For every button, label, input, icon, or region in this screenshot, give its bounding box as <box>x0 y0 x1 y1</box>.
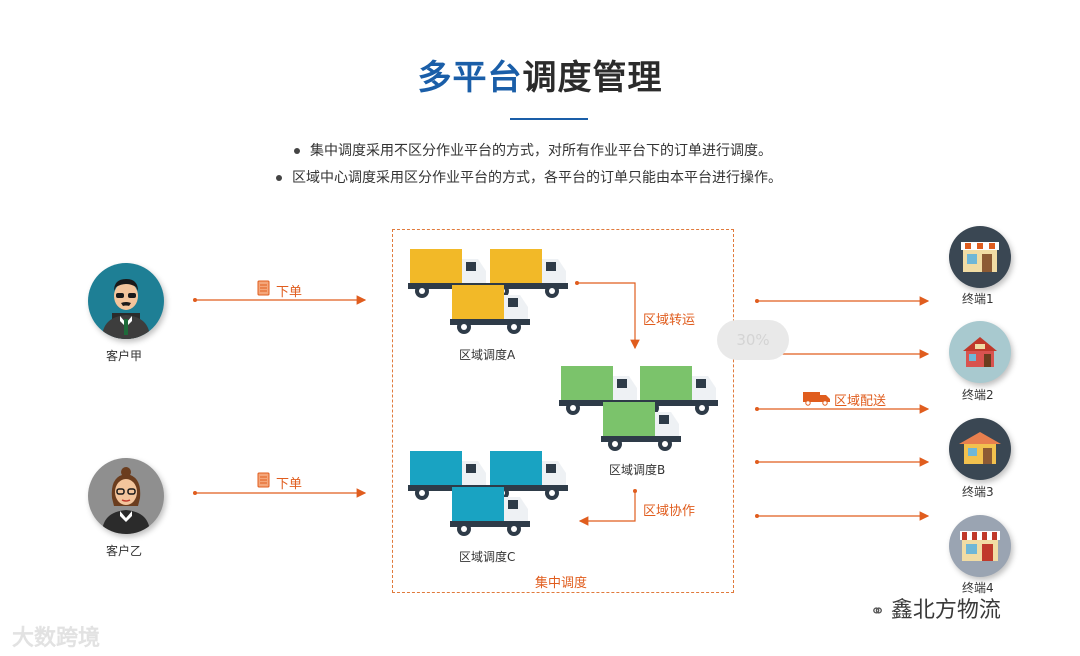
truck-c-3 <box>450 487 530 536</box>
transfer-label: 区域转运 <box>643 313 696 328</box>
terminal-3-label: 终端3 <box>962 485 994 499</box>
coop-label: 区域协作 <box>643 504 696 519</box>
watermark-right-text: 鑫北方物流 <box>890 598 1001 623</box>
customer-a-label: 客户甲 <box>106 349 143 363</box>
truck-a-1 <box>408 249 488 298</box>
terminal-2-avatar <box>949 321 1011 383</box>
truck-b-2 <box>638 366 718 415</box>
progress-indicator: 30% <box>717 320 789 360</box>
document-icon <box>257 472 270 488</box>
truck-a-3 <box>450 285 530 334</box>
terminal-3-avatar <box>949 418 1011 480</box>
woman-icon <box>102 467 150 534</box>
title-accent: 多平台 <box>417 58 523 98</box>
region-b-label: 区域调度B <box>609 463 666 477</box>
man-icon <box>102 279 150 339</box>
transfer-arrow <box>577 282 640 350</box>
page-title: 多平台调度管理 <box>0 50 1080 99</box>
truck-b-3 <box>601 402 681 451</box>
house-icon <box>963 337 997 367</box>
region-c-label: 区域调度C <box>459 550 516 564</box>
central-dispatch-box <box>392 229 734 593</box>
truck-c-1 <box>408 451 488 500</box>
customer-b-avatar <box>88 458 164 534</box>
watermark-left-text: 大数跨境 <box>12 626 101 651</box>
store-icon <box>960 531 1000 561</box>
title-rest: 调度管理 <box>522 58 663 98</box>
order-label-a: 下单 <box>276 285 303 300</box>
shop-icon <box>961 242 999 272</box>
bullet-list: 集中调度采用不区分作业平台的方式，对所有作业平台下的订单进行调度。 区域中心调度… <box>270 140 850 194</box>
bullet-central: 集中调度采用不区分作业平台的方式，对所有作业平台下的订单进行调度。 <box>288 140 868 167</box>
delivery-truck-icon <box>803 392 830 406</box>
watermark-right: ⚭ 鑫北方物流 <box>870 592 1001 624</box>
document-icon <box>257 280 270 296</box>
terminal-4-avatar <box>949 515 1011 577</box>
order-label-b: 下单 <box>276 477 303 492</box>
bullet-regional: 区域中心调度采用区分作业平台的方式，各平台的订单只能由本平台进行操作。 <box>270 167 850 194</box>
terminal-1-label: 终端1 <box>962 292 994 306</box>
terminal-2-label: 终端2 <box>962 388 994 402</box>
house-icon <box>959 432 1001 464</box>
coop-arrow <box>578 491 636 526</box>
wechat-icon: ⚭ <box>870 601 891 622</box>
delivery-label: 区域配送 <box>834 394 887 409</box>
central-dispatch-label: 集中调度 <box>535 576 588 591</box>
customer-b-label: 客户乙 <box>106 544 143 558</box>
terminal-1-avatar <box>949 226 1011 288</box>
watermark-left: 大数跨境 <box>12 620 100 652</box>
title-underline <box>510 118 588 120</box>
customer-a-avatar <box>88 263 164 339</box>
terminal-4-label: 终端4 <box>962 581 994 595</box>
region-a-label: 区域调度A <box>459 348 516 362</box>
